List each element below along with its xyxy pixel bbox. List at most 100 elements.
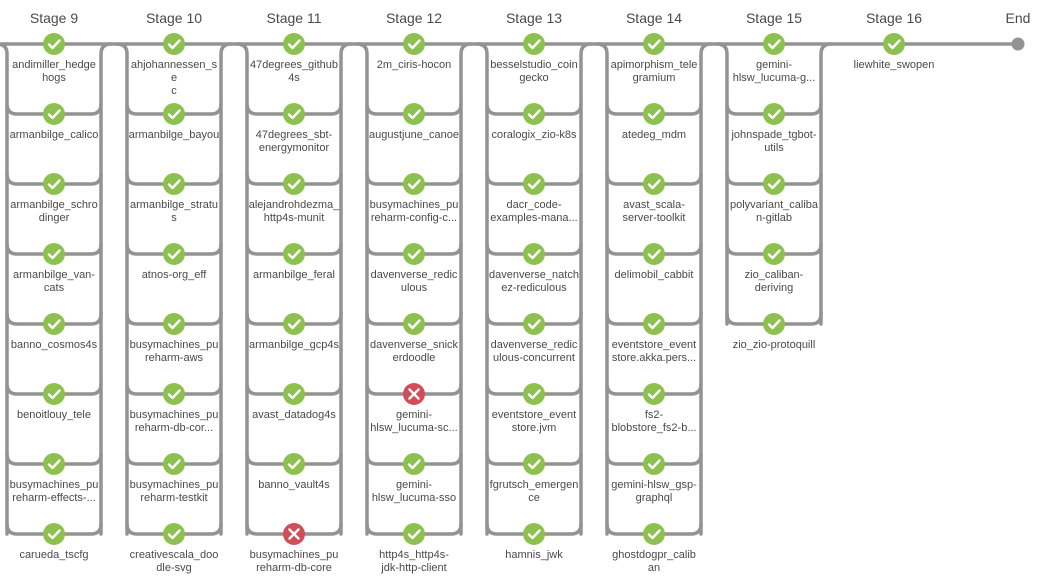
job-label[interactable]: atedeg_mdm xyxy=(621,129,687,141)
job-status-node[interactable] xyxy=(403,103,425,125)
job-status-node[interactable] xyxy=(163,33,185,55)
job-label[interactable]: fgrutsch_emergen ce xyxy=(489,479,579,504)
job-label[interactable]: apimorphism_tele gramium xyxy=(610,59,698,84)
job-label[interactable]: busymachines_pu reharm-aws xyxy=(129,339,219,364)
job-status-node[interactable] xyxy=(523,243,545,265)
job-status-node[interactable] xyxy=(763,33,785,55)
job-status-node[interactable] xyxy=(43,243,65,265)
job-label[interactable]: busymachines_pu reharm-config-c... xyxy=(369,199,459,224)
job-status-node[interactable] xyxy=(283,173,305,195)
job-status-node[interactable] xyxy=(163,243,185,265)
job-label[interactable]: ghostdogpr_calib an xyxy=(612,549,696,574)
job-label[interactable]: liewhite_swopen xyxy=(853,59,935,71)
job-status-node[interactable] xyxy=(283,103,305,125)
job-status-node[interactable] xyxy=(283,33,305,55)
job-label[interactable]: busymachines_pu reharm-effects-... xyxy=(9,479,99,504)
job-status-node[interactable] xyxy=(43,173,65,195)
job-label[interactable]: davenverse_redic ulous-concurrent xyxy=(490,339,578,364)
job-label[interactable]: avast_datadog4s xyxy=(252,409,336,421)
job-label[interactable]: gemini- hlsw_lucuma-sc... xyxy=(370,409,458,434)
job-label[interactable]: banno_cosmos4s xyxy=(10,339,98,351)
job-label[interactable]: fs2- blobstore_fs2-b... xyxy=(611,409,697,434)
job-label[interactable]: gemini- hlsw_lucuma-sso xyxy=(371,479,457,504)
job-label[interactable]: zio_zio-protoquill xyxy=(732,339,816,351)
job-status-node[interactable] xyxy=(43,33,65,55)
job-status-node[interactable] xyxy=(523,523,545,545)
job-status-node[interactable] xyxy=(523,173,545,195)
job-label[interactable]: dacr_code- examples-mana... xyxy=(490,199,578,224)
job-status-node[interactable] xyxy=(43,103,65,125)
job-status-node[interactable] xyxy=(403,383,425,405)
job-status-node[interactable] xyxy=(43,383,65,405)
job-label[interactable]: busymachines_pu reharm-testkit xyxy=(129,479,219,504)
job-label[interactable]: busymachines_pu reharm-db-cor... xyxy=(129,409,219,434)
job-label[interactable]: avast_scala- server-toolkit xyxy=(622,199,686,224)
job-label[interactable]: benoitlouy_tele xyxy=(16,409,91,421)
job-status-node[interactable] xyxy=(163,453,185,475)
job-label[interactable]: davenverse_natch ez-rediculous xyxy=(489,269,579,294)
job-label[interactable]: armanbilge_calico xyxy=(9,129,99,141)
job-status-node[interactable] xyxy=(403,33,425,55)
job-status-node[interactable] xyxy=(523,103,545,125)
job-label[interactable]: eventstore_event store.akka.pers... xyxy=(611,339,697,364)
job-status-node[interactable] xyxy=(523,453,545,475)
job-label[interactable]: busymachines_pu reharm-db-core xyxy=(249,549,339,574)
job-status-node[interactable] xyxy=(403,173,425,195)
job-label[interactable]: armanbilge_schro dinger xyxy=(10,199,98,224)
job-label[interactable]: alejandrohdezma_ http4s-munit xyxy=(248,199,340,224)
job-status-node[interactable] xyxy=(403,243,425,265)
job-label[interactable]: carueda_tscfg xyxy=(19,549,89,561)
job-status-node[interactable] xyxy=(763,243,785,265)
job-label[interactable]: gemini-hlsw_gsp- graphql xyxy=(611,479,697,504)
job-label[interactable]: armanbilge_bayou xyxy=(128,129,220,141)
job-status-node[interactable] xyxy=(763,103,785,125)
job-status-node[interactable] xyxy=(283,243,305,265)
job-status-node[interactable] xyxy=(643,173,665,195)
job-status-node[interactable] xyxy=(403,523,425,545)
job-status-node[interactable] xyxy=(643,313,665,335)
job-status-node[interactable] xyxy=(43,453,65,475)
job-status-node[interactable] xyxy=(43,523,65,545)
job-label[interactable]: armanbilge_stratu s xyxy=(129,199,219,224)
job-label[interactable]: http4s_http4s- jdk-http-client xyxy=(379,549,449,574)
job-label[interactable]: eventstore_event store.jvm xyxy=(491,409,577,434)
job-label[interactable]: polyvariant_caliba n-gitlab xyxy=(729,199,819,224)
job-status-node[interactable] xyxy=(283,313,305,335)
job-label[interactable]: 47degrees_sbt- energymonitor xyxy=(255,129,333,154)
job-label[interactable]: 2m_ciris-hocon xyxy=(376,59,452,71)
job-status-node[interactable] xyxy=(763,173,785,195)
job-status-node[interactable] xyxy=(643,33,665,55)
job-status-node[interactable] xyxy=(523,33,545,55)
job-label[interactable]: ahjohannessen_se c xyxy=(130,59,218,97)
job-label[interactable]: atnos-org_eff xyxy=(141,269,207,281)
job-status-node[interactable] xyxy=(163,313,185,335)
job-status-node[interactable] xyxy=(163,173,185,195)
job-status-node[interactable] xyxy=(163,523,185,545)
job-status-node[interactable] xyxy=(403,313,425,335)
job-label[interactable]: coralogix_zio-k8s xyxy=(491,129,577,141)
job-label[interactable]: armanbilge_gcp4s xyxy=(249,339,339,351)
job-label[interactable]: andimiller_hedge hogs xyxy=(12,59,96,84)
job-status-node[interactable] xyxy=(883,33,905,55)
job-status-node[interactable] xyxy=(523,383,545,405)
job-label[interactable]: johnspade_tgbot- utils xyxy=(731,129,817,154)
job-label[interactable]: zio_caliban- deriving xyxy=(744,269,804,294)
job-label[interactable]: 47degrees_github 4s xyxy=(249,59,339,84)
job-status-node[interactable] xyxy=(643,453,665,475)
job-status-node[interactable] xyxy=(43,313,65,335)
job-status-node[interactable] xyxy=(163,103,185,125)
job-status-node[interactable] xyxy=(283,383,305,405)
job-status-node[interactable] xyxy=(523,313,545,335)
job-label[interactable]: armanbilge_van- cats xyxy=(13,269,95,294)
job-status-node[interactable] xyxy=(643,383,665,405)
job-label[interactable]: armanbilge_feral xyxy=(253,269,335,281)
job-label[interactable]: gemini- hlsw_lucuma-g... xyxy=(732,59,816,84)
job-status-node[interactable] xyxy=(643,243,665,265)
job-status-node[interactable] xyxy=(643,523,665,545)
job-status-node[interactable] xyxy=(403,453,425,475)
job-label[interactable]: davenverse_snick erdoodle xyxy=(369,339,459,364)
job-label[interactable]: delimobil_cabbit xyxy=(614,269,694,281)
job-status-node[interactable] xyxy=(283,523,305,545)
job-label[interactable]: besselstudio_coin gecko xyxy=(490,59,578,84)
job-label[interactable]: creativescala_doo dle-svg xyxy=(129,549,219,574)
